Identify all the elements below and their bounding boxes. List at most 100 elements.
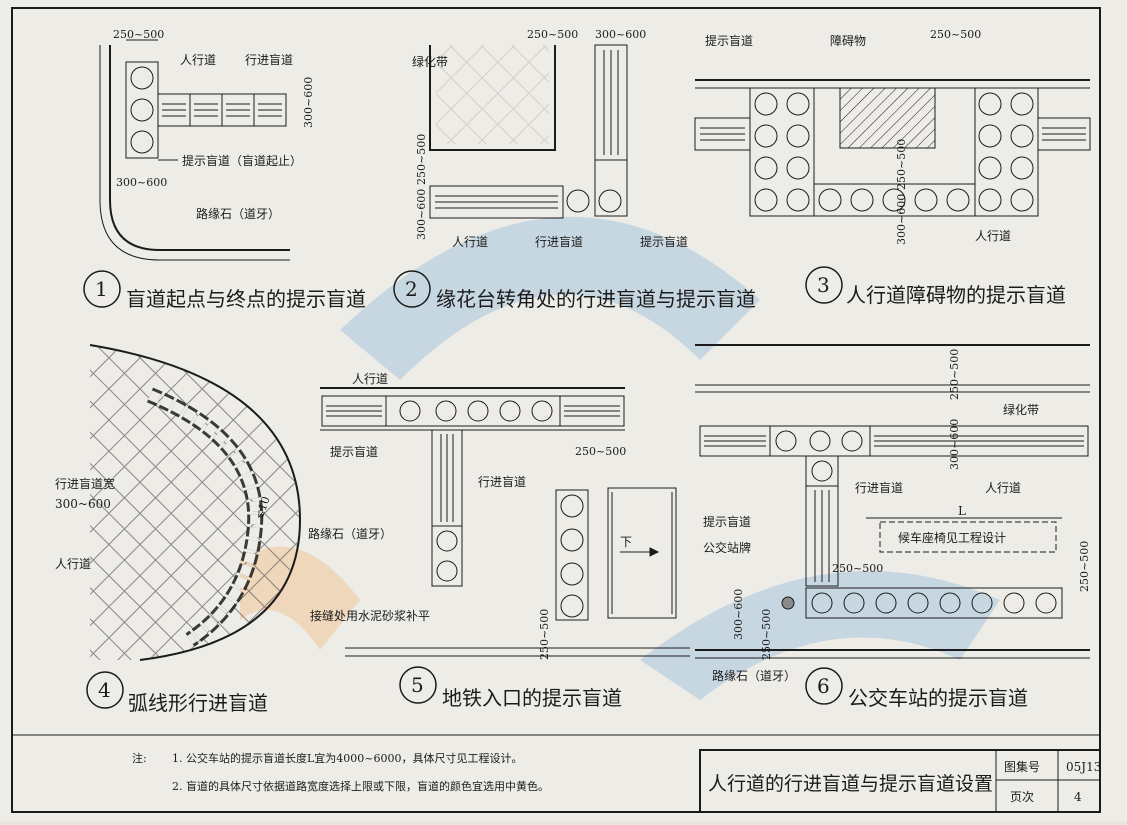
label-travel: 行进盲道 [245, 52, 293, 67]
dim-left2: 250~500 [760, 609, 773, 660]
travel-tiles [157, 93, 287, 127]
panel-5: 下 人行道 提示盲道 行进盲道 250~500 250~500 5 地铁入口的提… [320, 372, 690, 710]
panel-caption: 缘花台转角处的行进盲道与提示盲道 [436, 287, 756, 311]
label-warning: 提示盲道 [705, 33, 753, 48]
dim-top: 250~500 [575, 445, 626, 458]
travel-tiles [699, 425, 1089, 587]
sheet-title: 人行道的行进盲道与提示盲道设置 [708, 773, 993, 795]
dim-right: 250~500 [1078, 541, 1091, 592]
dim-corner: 300~600 [116, 176, 167, 189]
number-circle [805, 266, 843, 304]
dim-v1: 250~500 [895, 139, 908, 190]
dim-v2: 300~600 [895, 194, 908, 245]
panel-caption: 地铁入口的提示盲道 [442, 686, 622, 710]
panel-caption: 人行道障碍物的提示盲道 [846, 283, 1066, 307]
panel-caption: 公交车站的提示盲道 [848, 686, 1028, 710]
atlas-value: 05J13 [1066, 760, 1101, 774]
dim-v2: 300~600 [948, 419, 961, 470]
dim-width: 250~500 [113, 28, 164, 41]
stair-entrance [607, 487, 677, 619]
warning-tiles [749, 87, 1039, 217]
panel-6: 250~500 300~600 绿化带 行进盲道 人行道 L 候车座椅见工程设计… [695, 344, 1091, 710]
planter-edge [429, 45, 556, 151]
label-curb: 路缘石（道牙） [712, 668, 796, 683]
curb-line [109, 45, 290, 251]
label-curb: 路缘石（道牙） [196, 206, 280, 221]
label-walkway: 人行道 [180, 53, 216, 67]
label-green: 绿化带 [1003, 402, 1039, 417]
dim-left1: 300~600 [732, 589, 745, 640]
label-obstacle: 障碍物 [830, 33, 866, 48]
panel-4: 行进盲道宽 300~600 人行道 ≤10 路缘石（道牙） 接缝处用水泥砂浆补平… [55, 344, 430, 715]
arc-travel-inner [148, 390, 261, 645]
warning-tiles [566, 159, 628, 217]
label-travel: 行进盲道 [535, 234, 583, 249]
obstacle [839, 87, 936, 149]
dim-travel: 300~600 [595, 28, 646, 41]
panel-number: 4 [98, 678, 111, 702]
label-walkway: 人行道 [985, 481, 1021, 495]
notes: 注: 1. 公交车站的提示盲道长度L宜为4000~6000，具体尺寸见工程设计。… [12, 734, 1100, 793]
label-down: 下 [620, 535, 632, 549]
label-travel: 行进盲道 [478, 474, 526, 489]
travel-tiles [321, 395, 625, 527]
label-bench: 候车座椅见工程设计 [898, 530, 1006, 545]
panel-number: 2 [405, 277, 418, 301]
label-curb: 路缘石（道牙） [308, 526, 392, 541]
label-L: L [958, 504, 966, 518]
panel-number: 1 [95, 277, 108, 301]
number-circle [805, 667, 843, 705]
panel-number: 3 [817, 273, 830, 297]
sheet-border [11, 7, 1101, 813]
panel-caption: 弧线形行进盲道 [128, 691, 268, 715]
panel-number: 5 [411, 673, 424, 697]
label-walkway: 人行道 [352, 372, 388, 386]
title-frame [699, 749, 1101, 813]
number-circle [399, 666, 437, 704]
label-green: 绿化带 [412, 54, 448, 69]
dim-stop: 250~500 [832, 562, 883, 575]
curb-edge [99, 45, 290, 261]
bench-area [879, 521, 1057, 553]
panel-caption: 盲道起点与终点的提示盲道 [126, 287, 366, 311]
dim-v2: 300~600 [415, 189, 428, 240]
page-label: 页次 [1010, 790, 1034, 804]
travel-tiles [429, 44, 628, 219]
number-circle [86, 671, 124, 709]
label-travel: 行进盲道 [855, 480, 903, 495]
label-warning: 提示盲道（盲道起止） [182, 153, 302, 168]
dim-warning: 250~500 [527, 28, 578, 41]
label-walkway: 人行道 [452, 235, 488, 249]
dim-travel: 300~600 [302, 77, 315, 128]
label-width: 行进盲道宽 [55, 476, 115, 491]
note-2: 2. 盲道的具体尺寸依据道路宽度选择上限或下限，盲道的颜色宜选用中黄色。 [172, 779, 549, 793]
note-1: 1. 公交车站的提示盲道长度L宜为4000~6000，具体尺寸见工程设计。 [172, 751, 523, 765]
label-warning: 提示盲道 [640, 234, 688, 249]
dim-v1: 250~500 [415, 134, 428, 185]
panel-2: 250~500 300~600 绿化带 250~500 300~600 人行道 … [393, 28, 756, 311]
label-joint: 接缝处用水泥砂浆补平 [310, 608, 430, 623]
warning-tiles [385, 395, 589, 621]
label-warning: 提示盲道 [330, 444, 378, 459]
label-walkway: 人行道 [975, 229, 1011, 243]
notes-prefix: 注: [132, 751, 147, 765]
bus-sign [781, 596, 795, 610]
atlas-label: 图集号 [1004, 759, 1040, 774]
dim-v1: 250~500 [948, 349, 961, 400]
planter-fill [436, 45, 549, 144]
label-walkway: 人行道 [55, 557, 91, 571]
panel-3: 提示盲道 障碍物 250~500 250~500 300~600 人行道 3 人… [694, 28, 1091, 307]
title-block: 人行道的行进盲道与提示盲道设置 图集号 05J13 页次 4 [699, 749, 1101, 813]
warning-tiles [769, 425, 1063, 619]
number-circle [393, 270, 431, 308]
number-circle [83, 270, 121, 308]
label-warning: 提示盲道 [703, 514, 751, 529]
label-width-dim: 300~600 [55, 497, 111, 511]
dim-top: 250~500 [930, 28, 981, 41]
page-value: 4 [1074, 790, 1082, 804]
dim-bottom: 250~500 [538, 609, 551, 660]
panel-1: 250~500 人行道 行进盲道 300~600 提示盲道（盲道起止） 300~… [83, 28, 366, 311]
panel-number: 6 [817, 674, 830, 698]
